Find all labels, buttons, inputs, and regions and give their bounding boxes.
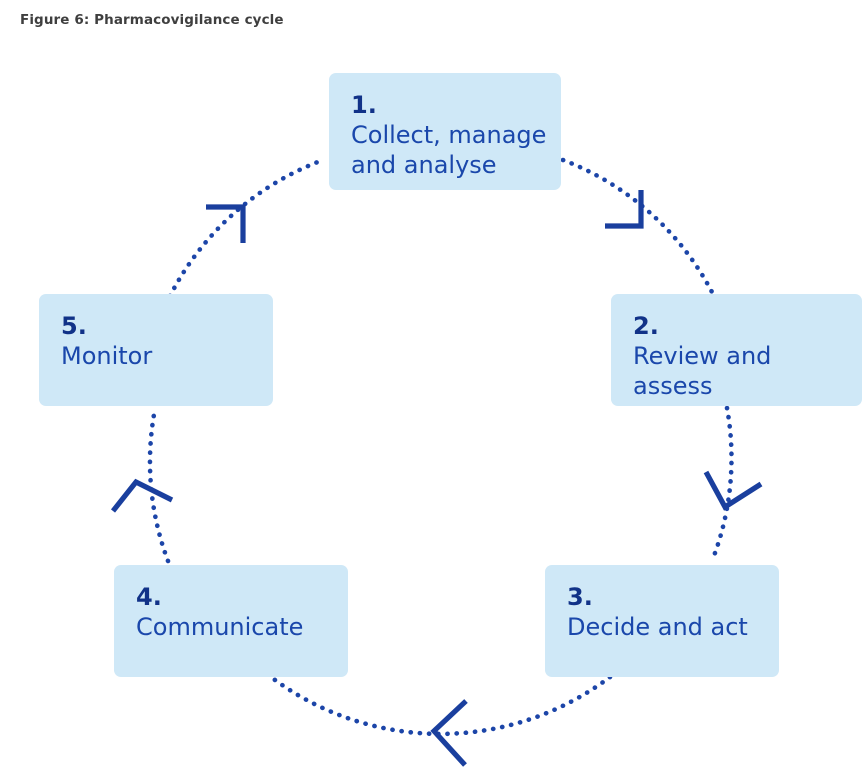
cycle-node-1-label: Collect, manage and analyse [351, 120, 547, 179]
arrowhead-to-node-5 [110, 478, 174, 513]
cycle-node-5-label: Monitor [61, 341, 153, 370]
arrowhead-to-node-4 [430, 699, 468, 767]
cycle-node-4-label: Communicate [136, 612, 304, 641]
figure-title: Figure 6: Pharmacovigilance cycle [20, 12, 284, 28]
connector-1-to-2 [560, 157, 717, 299]
cycle-node-3[interactable]: 3. Decide and act [545, 565, 779, 677]
cycle-node-5[interactable]: 5. Monitor [39, 294, 273, 406]
connector-5-to-1 [167, 157, 326, 299]
cycle-node-2[interactable]: 2. Review and assess [611, 294, 862, 406]
cycle-node-5-number: 5. [61, 312, 87, 340]
cycle-node-3-label: Decide and act [567, 612, 748, 641]
cycle-node-3-number: 3. [567, 583, 593, 611]
arrowhead-to-node-3 [703, 470, 763, 511]
cycle-node-1-number: 1. [351, 91, 377, 119]
arrowhead-to-node-2 [605, 190, 644, 229]
cycle-node-2-label: Review and assess [633, 341, 772, 400]
connector-3-to-4 [268, 674, 613, 737]
arrowhead-to-node-1 [206, 204, 246, 243]
connector-2-to-3 [709, 405, 734, 564]
cycle-node-4[interactable]: 4. Communicate [114, 565, 348, 677]
connector-4-to-5 [147, 406, 171, 564]
cycle-node-1[interactable]: 1. Collect, manage and analyse [329, 73, 561, 190]
cycle-node-2-number: 2. [633, 312, 659, 340]
cycle-node-4-number: 4. [136, 583, 162, 611]
